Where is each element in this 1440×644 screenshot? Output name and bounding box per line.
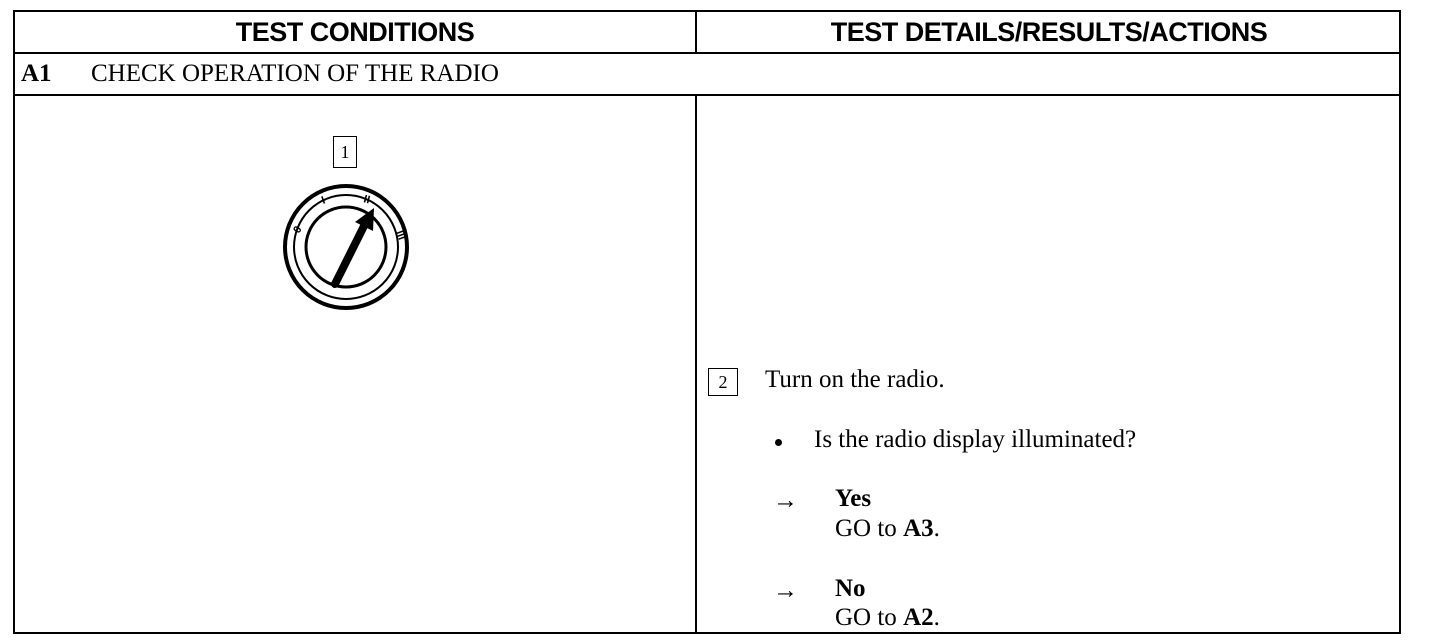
yes-label: Yes [835, 485, 872, 512]
section-row: A1 CHECK OPERATION OF THE RADIO [15, 54, 1401, 96]
switch-label-1: I [320, 194, 327, 206]
no-action: GO to A2. [835, 604, 940, 632]
yes-period: . [933, 515, 940, 542]
column-divider [695, 96, 697, 634]
header-test-details: TEST DETAILS/RESULTS/ACTIONS [697, 12, 1401, 54]
arrow-yes-icon: → [773, 487, 798, 514]
bullet-dot [775, 439, 782, 446]
step-2-box: 2 [708, 368, 738, 396]
switch-label-2: II [362, 193, 371, 206]
ignition-key-switch-icon: 0 I II III [283, 184, 409, 310]
switch-label-0: 0 [291, 224, 304, 235]
instruction-text: Turn on the radio. [765, 366, 945, 393]
yes-action: GO to A3. [835, 515, 940, 543]
section-title: CHECK OPERATION OF THE RADIO [91, 60, 499, 87]
arrow-no-icon: → [773, 577, 798, 604]
question-text: Is the radio display illuminated? [814, 426, 1137, 453]
step-1-box: 1 [333, 136, 357, 168]
diagnostic-table: TEST CONDITIONS TEST DETAILS/RESULTS/ACT… [13, 10, 1401, 634]
section-code: A1 [21, 60, 52, 87]
yes-action-prefix: GO to [835, 515, 904, 542]
no-label: No [835, 575, 866, 602]
no-action-prefix: GO to [835, 604, 904, 631]
header-test-conditions: TEST CONDITIONS [15, 12, 697, 54]
no-action-target: A2 [903, 604, 934, 631]
switch-label-3: III [393, 229, 407, 242]
yes-action-target: A3 [903, 515, 934, 542]
no-period: . [933, 604, 940, 631]
